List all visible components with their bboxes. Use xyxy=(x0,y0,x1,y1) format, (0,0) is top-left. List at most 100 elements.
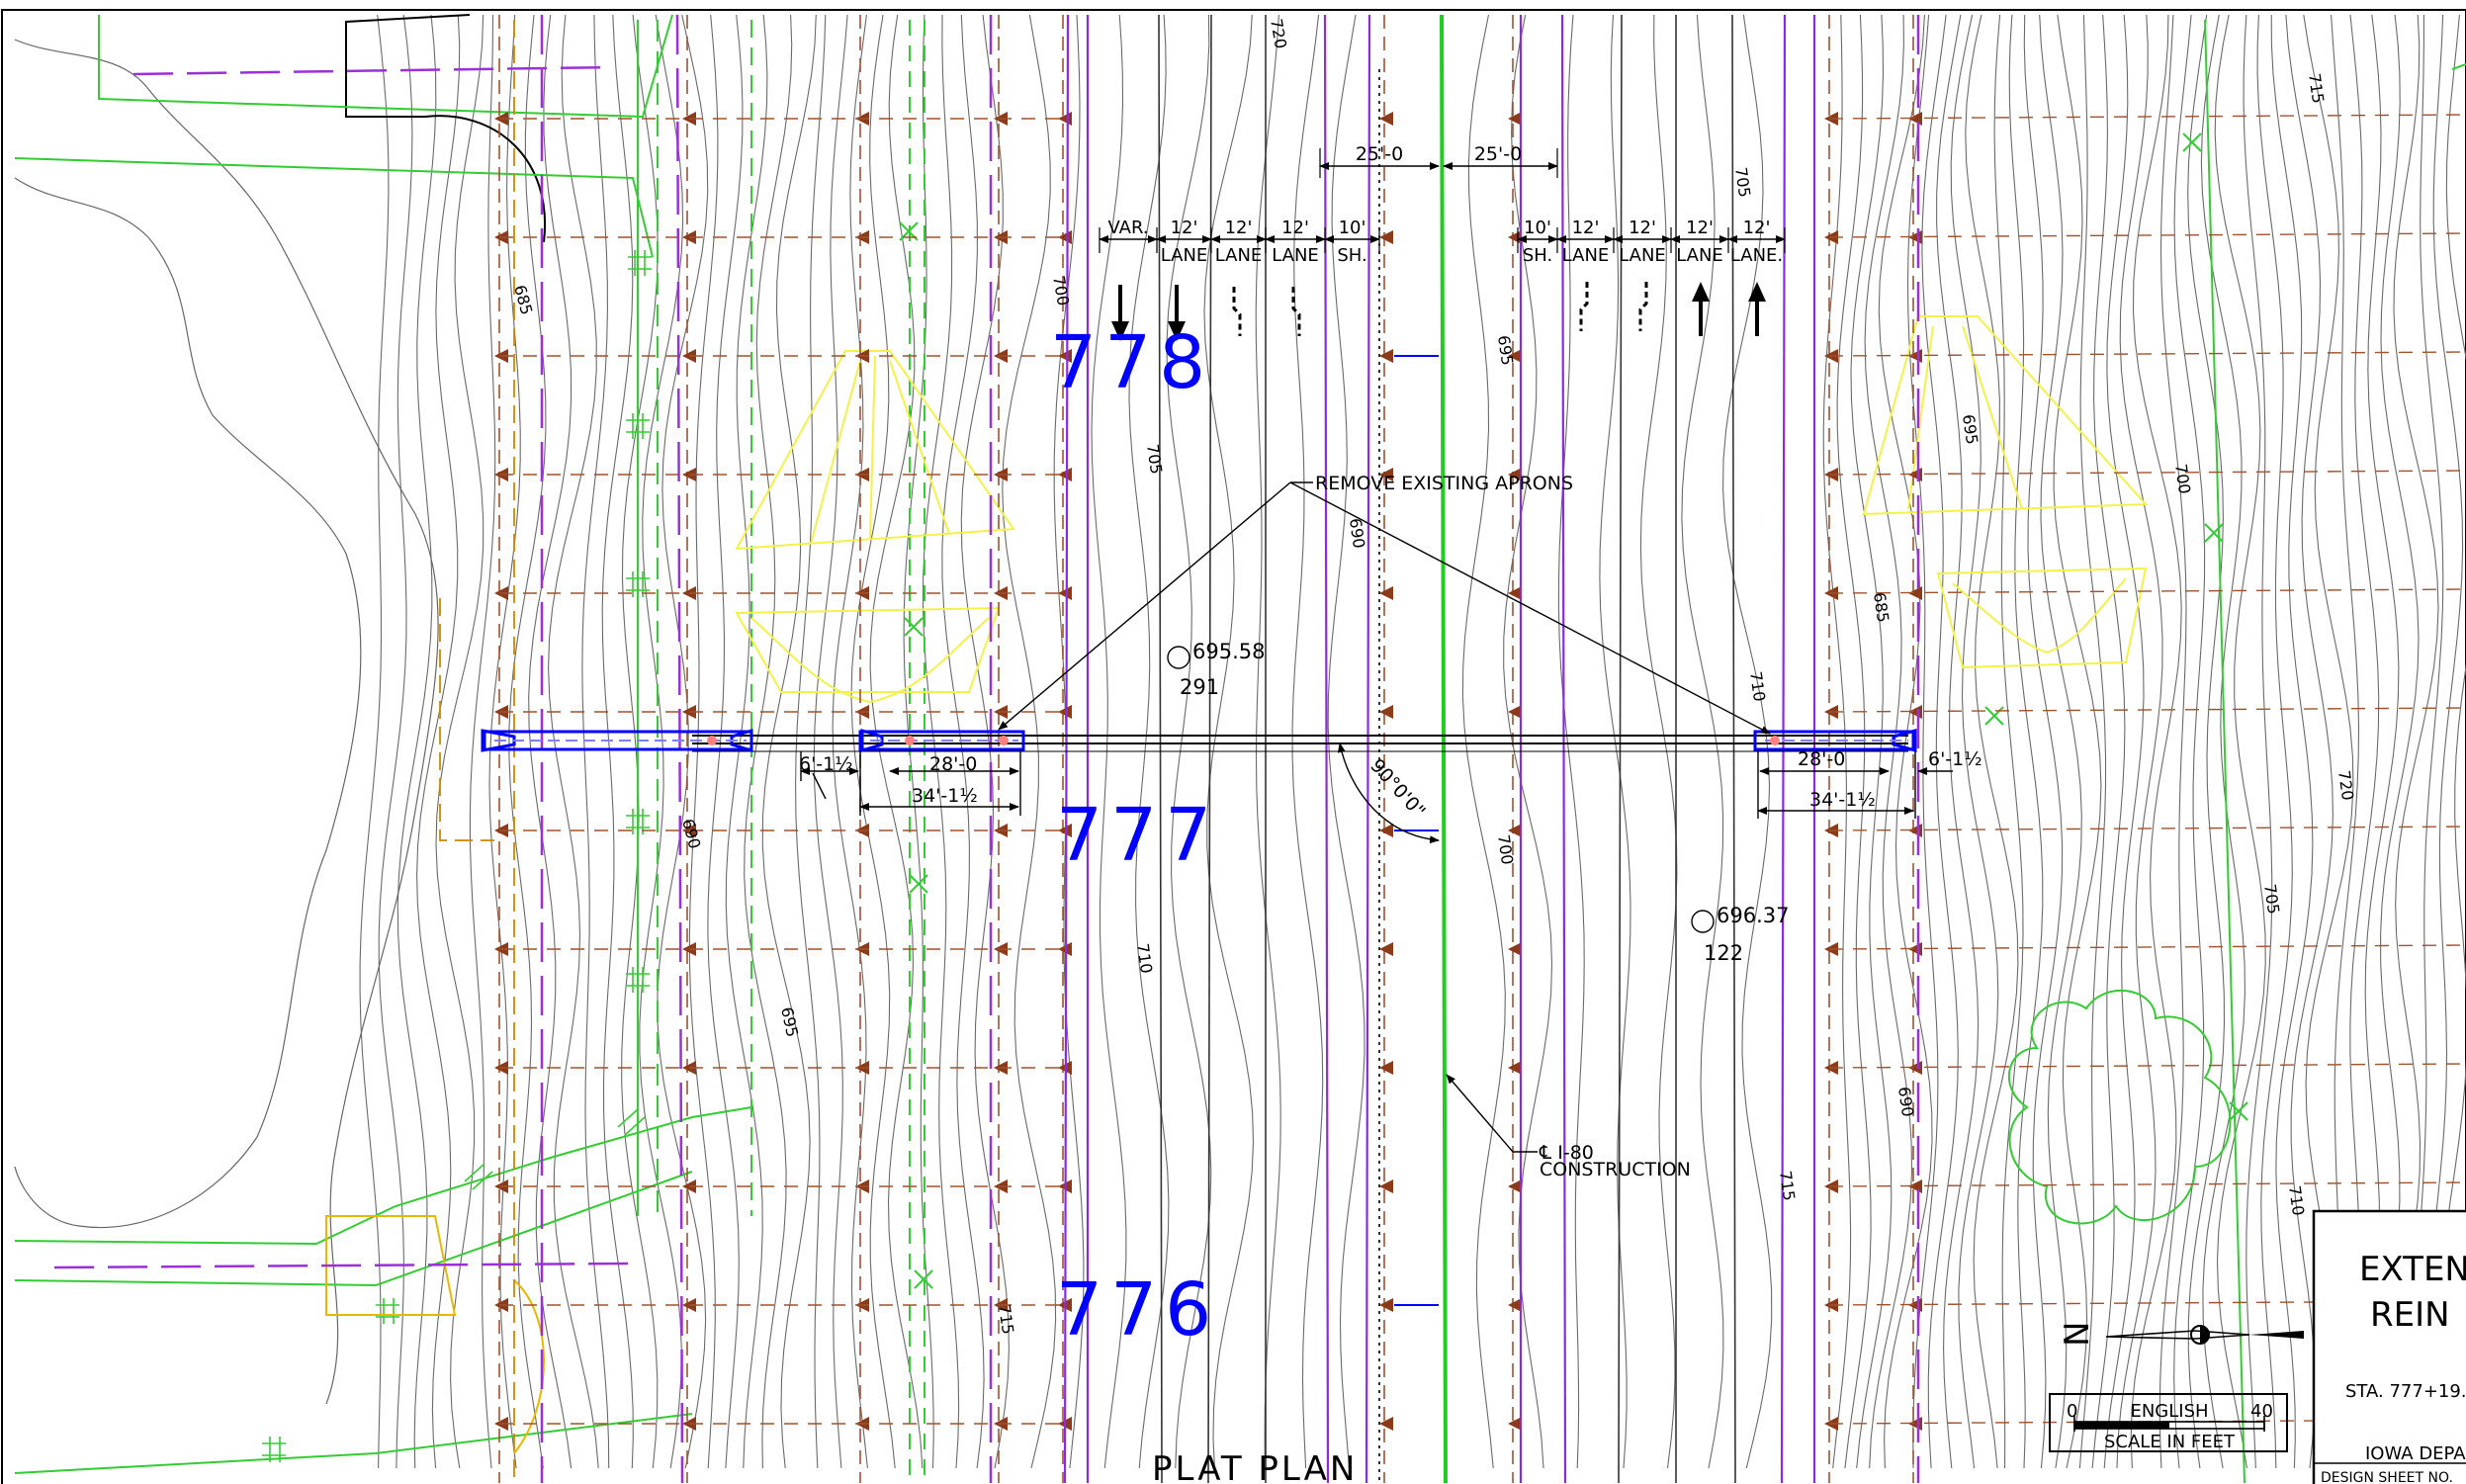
remove-aprons-label: REMOVE EXISTING APRONS xyxy=(1315,473,1573,494)
pavement-edge xyxy=(1731,14,1736,1484)
lane-arrows xyxy=(1111,282,1766,341)
nb-lane-type-label: LANE xyxy=(1676,245,1723,266)
fence-tie xyxy=(1828,588,2466,594)
sb-lane-type-label: LANE xyxy=(1161,245,1208,266)
sb-lane-width-label: VAR. xyxy=(1107,218,1148,238)
elevation-point-1: 695.58 291 xyxy=(1167,640,1265,699)
fence-marker xyxy=(1379,112,1393,126)
centerline-construction xyxy=(1440,14,1448,1484)
north-arrow: N xyxy=(2058,1322,2304,1347)
contour-label: 700 xyxy=(2171,463,2194,495)
fence-marker xyxy=(1379,230,1393,244)
contour-label: 685 xyxy=(1870,591,1893,624)
contour-line xyxy=(1091,14,1127,1469)
nb-lane-width-label: 12' xyxy=(1743,218,1771,238)
nb-lane-type-label: LANE xyxy=(1562,245,1610,266)
contour-line xyxy=(508,14,547,1469)
fence-tie xyxy=(1828,470,2466,476)
pavement-edge xyxy=(1158,14,1163,1484)
contour-line xyxy=(2023,14,2064,1469)
station-777: 777 xyxy=(1056,793,1219,878)
fence-tie xyxy=(1828,1181,2466,1187)
contour-line xyxy=(2270,14,2314,1469)
nb-lane-width-label: 12' xyxy=(1572,218,1600,238)
contour-line xyxy=(1461,14,1506,1469)
contour-label: 710 xyxy=(1746,670,1769,703)
contour-line xyxy=(1878,14,1933,1469)
fence-marker xyxy=(1508,586,1522,600)
station-776: 776 xyxy=(1056,1267,1219,1353)
nb-lane-width-label: 12' xyxy=(1686,218,1714,238)
scale-end: 40 xyxy=(2250,1401,2273,1422)
fence-marker xyxy=(1058,586,1072,600)
contour-label: 705 xyxy=(1143,443,1166,476)
contour-line xyxy=(435,14,484,1469)
scale-bar: 0 ENGLISH 40 SCALE IN FEET xyxy=(2049,1393,2288,1452)
remove-aprons-callout: REMOVE EXISTING APRONS xyxy=(998,473,1771,735)
fence-tie xyxy=(1828,826,2466,831)
fence-marker xyxy=(1058,112,1072,126)
contour-line xyxy=(2130,14,2182,1469)
contour-line xyxy=(2091,14,2126,1469)
contour-label: 695 xyxy=(1494,334,1517,367)
contour-label: 690 xyxy=(1346,517,1368,550)
contour-label: 700 xyxy=(1494,833,1517,866)
pavement-edge xyxy=(1365,14,1371,1484)
pavement-lines xyxy=(1063,14,1816,1484)
fence-marker xyxy=(1379,1417,1393,1431)
title-sheet: DESIGN SHEET NO. xyxy=(2321,1470,2453,1484)
contour-line xyxy=(1128,14,1170,1469)
contour-line xyxy=(2187,14,2226,1469)
fence-marker xyxy=(1379,942,1393,956)
fence-marker xyxy=(1379,586,1393,600)
contour-line xyxy=(1639,14,1678,1469)
elevation-id-2: 122 xyxy=(1704,941,1743,965)
contour-line xyxy=(1002,14,1057,1469)
contour-line xyxy=(2078,14,2107,1469)
pavement-edge xyxy=(1618,14,1623,1484)
pavement-edge xyxy=(1063,14,1070,1484)
nb-lane-width-label: 12' xyxy=(1629,218,1656,238)
right-of-way-lines xyxy=(53,14,1920,1484)
fence-tie xyxy=(1828,1063,2466,1069)
fence-marker xyxy=(1058,230,1072,244)
contour-line xyxy=(1599,14,1631,1469)
terrain-outline-left-2 xyxy=(14,39,439,1405)
contour-line xyxy=(2158,14,2187,1469)
median-dimension: 25'-0 25'-0 xyxy=(1319,143,1558,178)
fence-marker xyxy=(1379,1179,1393,1193)
centerline-callout: ℄ I-80 CONSTRUCTION xyxy=(1446,1074,1691,1180)
pavement-edge xyxy=(1323,14,1330,1484)
contour-line xyxy=(707,14,744,1469)
fence-marker xyxy=(1379,824,1393,837)
contour-line xyxy=(832,14,868,1469)
contour-label: 715 xyxy=(2305,72,2328,105)
contour-label: 695 xyxy=(777,1005,802,1039)
utility-line-orange xyxy=(439,20,515,1483)
contour-label: 710 xyxy=(1133,942,1156,975)
nb-lane-type-label: SH. xyxy=(1523,245,1552,266)
contour-line xyxy=(2200,14,2246,1469)
building-outline xyxy=(345,14,547,243)
scale-start: 0 xyxy=(2067,1401,2077,1422)
contour-line xyxy=(416,14,461,1469)
fence-tie xyxy=(1828,707,2466,713)
contour-line xyxy=(2039,14,2082,1469)
contour-line xyxy=(1291,14,1324,1469)
dim-right-inner: 28'-0 xyxy=(1798,748,1845,770)
fence-tie xyxy=(1828,232,2466,238)
contour-line xyxy=(469,14,496,1469)
contour-line xyxy=(2008,14,2044,1469)
contour-line xyxy=(378,14,413,1469)
culvert-pipe xyxy=(481,728,1917,753)
sb-lane-type-label: LANE xyxy=(1272,245,1319,266)
contour-label: 690 xyxy=(1894,1086,1917,1118)
fence-tie xyxy=(1828,351,2466,357)
sb-lane-width-label: 12' xyxy=(1281,218,1309,238)
elevation-value-2: 696.37 xyxy=(1717,904,1789,927)
contour-label: 695 xyxy=(1959,413,1982,446)
contour-line xyxy=(1557,14,1585,1469)
contour-label: 705 xyxy=(1731,166,1754,199)
contour-line xyxy=(2214,14,2266,1469)
